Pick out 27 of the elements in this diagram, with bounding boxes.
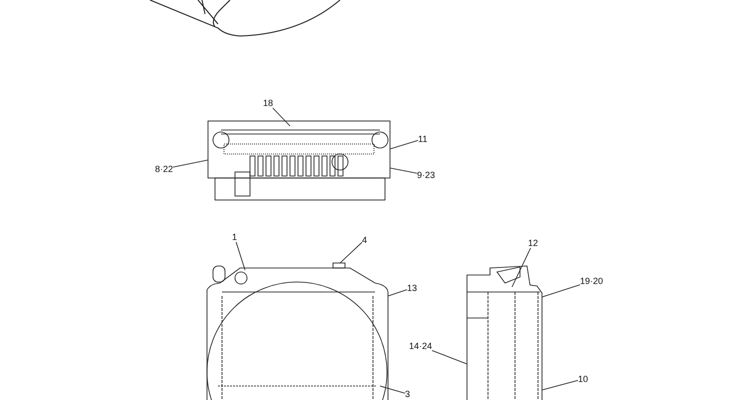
leader-line (172, 160, 208, 168)
callout-number: 14·24 (409, 341, 432, 351)
leader-line (272, 108, 290, 126)
callout-number: 19·20 (580, 276, 604, 286)
radiator-top-view-drawing (208, 120, 390, 200)
callout-number: 11 (418, 134, 428, 144)
callout-number: 9·23 (417, 170, 436, 180)
leader-line (388, 289, 408, 296)
radiator-side-view-drawing (466, 266, 542, 400)
callout-number: 13 (407, 283, 418, 293)
callout-number: 1 (232, 232, 238, 242)
callout-number: 4 (362, 235, 368, 245)
leader-line (432, 350, 468, 364)
leader-line (236, 242, 246, 270)
callout-number: 18 (263, 98, 274, 108)
leader-line (512, 248, 532, 288)
leader-line (542, 380, 578, 390)
radiator-front-view-drawing (206, 262, 388, 400)
leader-line (380, 386, 406, 394)
callout-number: 8·22 (155, 164, 174, 174)
callout-number: 12 (528, 238, 538, 248)
callout-number: 3 (405, 389, 410, 399)
leader-line (390, 168, 418, 174)
callout-number: 10 (578, 374, 588, 384)
leader-line (542, 284, 580, 298)
leader-line (340, 242, 362, 264)
leader-line (390, 140, 418, 150)
